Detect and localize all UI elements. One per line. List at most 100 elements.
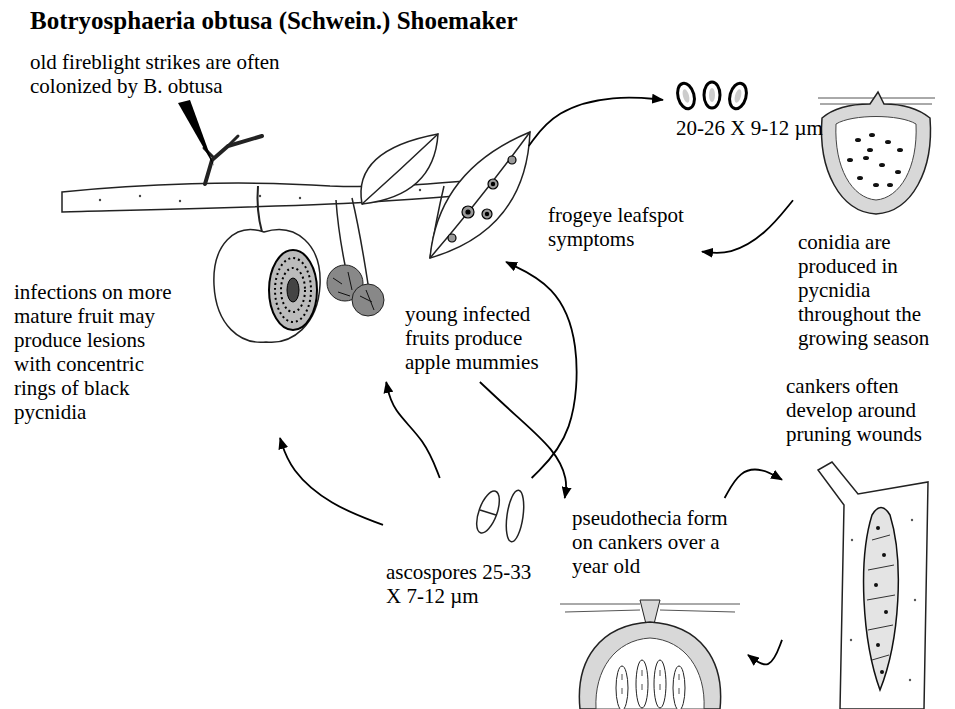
spore-septum	[480, 510, 496, 515]
pseudothecium	[560, 600, 740, 709]
apple-fruit	[214, 186, 320, 342]
conidium-core	[733, 88, 742, 103]
stipple-dot	[259, 195, 261, 197]
ascospore-marks	[622, 670, 679, 694]
leaf-spot	[488, 179, 498, 189]
lesion-center	[287, 278, 299, 302]
leaf-spot	[482, 209, 492, 219]
bark-stipple	[850, 519, 916, 681]
conidium-dot	[885, 140, 891, 144]
caption-text: frogeye leafspot symptoms	[548, 203, 698, 251]
conidium-core	[709, 88, 715, 102]
pycnidium-wall	[822, 92, 931, 214]
stipple-dot	[419, 189, 421, 191]
fruit-stem	[258, 186, 263, 232]
note-holder: old fireblight strikes are often coloniz…	[30, 50, 292, 98]
ostiole	[640, 600, 660, 624]
fruiting-body	[880, 670, 884, 674]
stipple-dot	[99, 199, 101, 201]
pycnidia-ring	[275, 258, 311, 322]
conidia-mass	[847, 133, 903, 187]
canker-hatch	[867, 535, 895, 660]
pseudothecium-figure: pseudothecia form on cankers over a year…	[553, 498, 748, 709]
conidium-dot	[867, 148, 873, 152]
annotation-note: old fireblight strikes are often coloniz…	[30, 50, 292, 98]
cycle-arrow	[702, 200, 793, 253]
conidium-dot	[895, 170, 901, 174]
mummy-wrinkle	[333, 272, 374, 310]
stipple-dot	[909, 679, 911, 681]
conidium	[704, 82, 720, 108]
fruiting-body	[876, 526, 880, 530]
cycle-arrow	[748, 640, 782, 665]
stipple-dot	[914, 599, 916, 601]
title-holder: Botryosphaeria obtusa (Schwein.) Shoemak…	[30, 6, 518, 36]
caption-text: 20-26 X 9-12 µm	[676, 116, 870, 140]
canker-limb	[818, 462, 928, 709]
spot-center	[491, 182, 494, 185]
ascus	[673, 666, 685, 709]
figure-title: Botryosphaeria obtusa (Schwein.) Shoemak…	[30, 6, 518, 36]
cycle-arrow	[725, 470, 782, 498]
infected-leaf	[430, 132, 530, 258]
conidium-core	[681, 88, 690, 103]
conidium-dot	[869, 133, 875, 137]
leaf-spot	[462, 206, 474, 218]
conidia	[675, 81, 749, 110]
mummy-stem	[336, 200, 345, 265]
canker-figure: cankers often develop around pruning wou…	[782, 372, 945, 709]
ascospore	[503, 489, 526, 543]
leaves	[361, 132, 530, 258]
canker-lesion	[864, 508, 899, 691]
pycnidium-cavity	[836, 117, 916, 201]
conidium-dot	[873, 183, 879, 187]
cycle-arrow	[280, 438, 383, 525]
mummy-figure: young infected fruits produce apple mumm…	[326, 250, 549, 382]
caption-text: infections on more mature fruit may prod…	[14, 280, 184, 424]
conidium-dot	[897, 148, 903, 152]
apple-body	[214, 230, 320, 343]
leaf-spot	[508, 156, 516, 164]
leaf-midrib	[430, 132, 530, 258]
asci	[616, 660, 685, 709]
leaf-figure: frogeye leafspot symptoms	[418, 146, 702, 262]
pointer-wedge	[178, 100, 214, 166]
apple-mummies	[327, 198, 384, 316]
stipple-dot	[139, 195, 141, 197]
cycle-arrow	[480, 382, 566, 498]
conidia-spores: 20-26 X 9-12 µm	[663, 78, 857, 144]
cycle-arrow	[529, 98, 663, 146]
conidium	[727, 81, 749, 110]
fireblight-twig	[205, 136, 262, 184]
ascospore	[472, 488, 504, 536]
conidium-dot	[847, 158, 853, 162]
fruiting-body	[876, 643, 880, 647]
ascospore-figure: ascospores 25-33 X 7-12 µm	[383, 478, 550, 612]
pycnidium	[818, 92, 935, 214]
locule	[596, 638, 704, 709]
leaf-spot	[448, 234, 456, 242]
stipple-dot	[850, 639, 852, 641]
conidium-dot	[887, 183, 893, 187]
apple-branch	[62, 180, 480, 212]
stipple-dot	[299, 197, 301, 199]
caption-text: young infected fruits produce apple mumm…	[405, 302, 545, 374]
fruit-figure: infections on more mature fruit may prod…	[10, 222, 324, 438]
stipple-dot	[179, 200, 181, 202]
upper-leaf	[361, 134, 438, 204]
caption-text: ascospores 25-33 X 7-12 µm	[386, 560, 536, 608]
spot-center	[466, 210, 470, 214]
spot-center	[485, 212, 488, 215]
stipple-dot	[911, 519, 913, 521]
pycnidia-ring	[281, 268, 305, 312]
limb	[818, 462, 928, 709]
conidium	[675, 81, 697, 110]
canker-pycnidia	[874, 526, 888, 674]
ascus	[616, 666, 628, 709]
fruiting-body	[882, 553, 886, 557]
fruiting-body	[884, 610, 888, 614]
cycle-arrow	[386, 382, 440, 478]
conidium-dot	[879, 163, 885, 167]
fruiting-body	[874, 583, 878, 587]
